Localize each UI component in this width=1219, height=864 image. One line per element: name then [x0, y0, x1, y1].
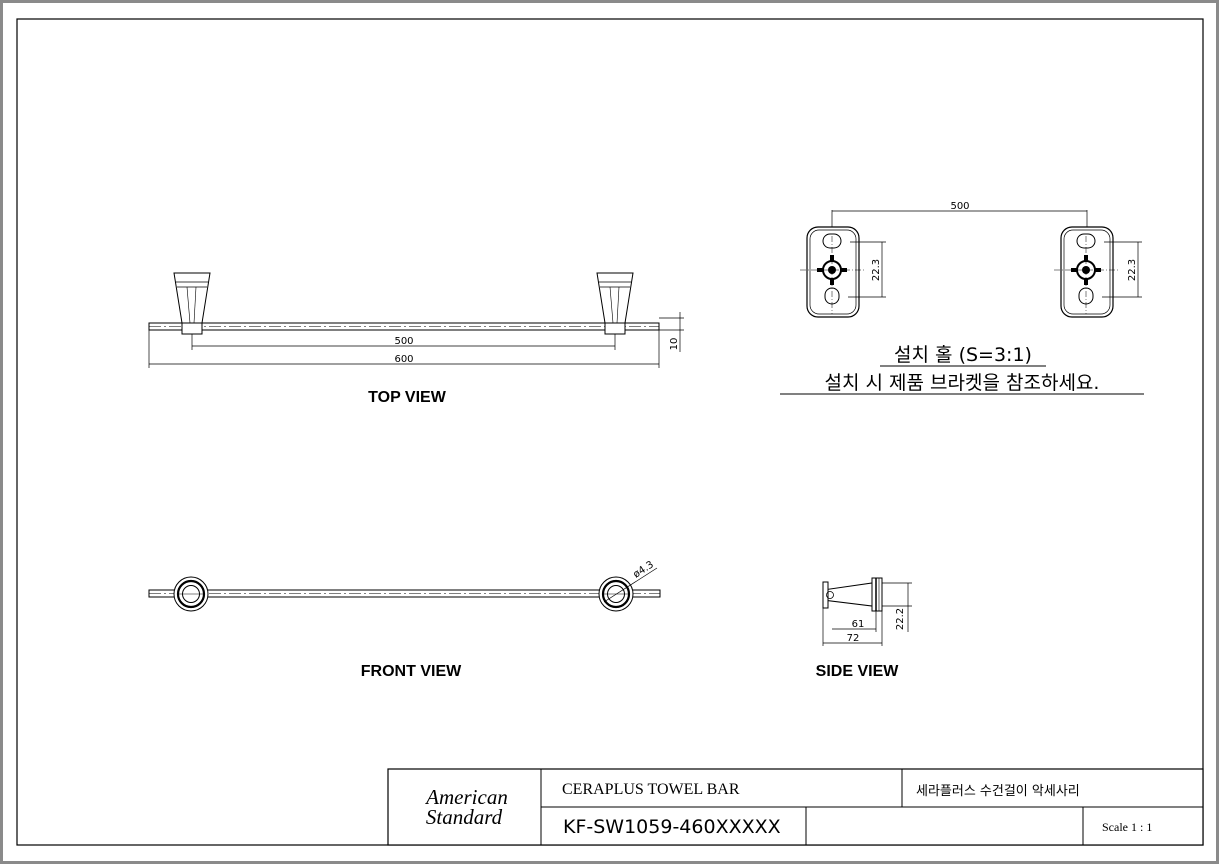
- dim-side-depth-inner: 61: [852, 619, 865, 630]
- mounting-hole-detail: 500 22.3: [780, 201, 1144, 395]
- dim-top-inner: 500: [394, 336, 413, 347]
- front-view-left-flange: [173, 576, 209, 612]
- install-hole-note: 설치 홀 (S=3:1): [894, 344, 1032, 366]
- top-view-dim-600: 600: [148, 330, 660, 368]
- side-view: 22.2 61 72 SIDE VIEW: [816, 577, 912, 680]
- brand-logo-line2: Standard: [426, 805, 503, 829]
- dim-mount-hole-left: 22.3: [871, 259, 882, 281]
- dim-top-overall: 600: [394, 354, 413, 365]
- side-view-flange: [871, 577, 883, 612]
- top-view-label: TOP VIEW: [368, 389, 447, 406]
- front-view: ø4.3 FRONT VIEW: [148, 559, 661, 680]
- title-block: American Standard CERAPLUS TOWEL BAR 세라플…: [387, 768, 1204, 846]
- model-code: KF-SW1059-460XXXXX: [563, 816, 781, 838]
- dim-mount-spacing: 500: [950, 201, 969, 212]
- brand-logo: American Standard: [424, 785, 508, 829]
- top-view-dim-10: 10: [659, 312, 684, 352]
- dim-side-depth-overall: 72: [847, 633, 860, 644]
- product-name-kr: 세라플러스 수건걸이 악세사리: [916, 784, 1080, 799]
- dim-mount-hole-right: 22.3: [1127, 259, 1138, 281]
- top-view-dim-500: 500: [191, 334, 616, 350]
- scale-label: Scale 1 : 1: [1102, 820, 1152, 834]
- dim-side-height: 22.2: [895, 608, 906, 630]
- top-view: 500 600 10 TOP VIEW: [148, 272, 684, 406]
- product-name: CERAPLUS TOWEL BAR: [562, 781, 740, 798]
- dim-top-height: 10: [669, 338, 680, 351]
- install-instruction-note: 설치 시 제품 브라켓을 참조하세요.: [825, 372, 1100, 394]
- side-view-bracket-body: [822, 582, 873, 607]
- top-view-right-bracket: [596, 272, 634, 335]
- brand-logo-line1: American: [424, 785, 508, 809]
- mount-plate-right: 22.3: [1054, 226, 1142, 318]
- top-view-left-bracket: [173, 272, 211, 335]
- side-view-label: SIDE VIEW: [816, 663, 900, 680]
- mount-plate-left: 22.3: [800, 226, 886, 318]
- dim-front-diameter: ø4.3: [631, 559, 655, 580]
- inner-border: [16, 18, 1204, 846]
- front-view-label: FRONT VIEW: [361, 663, 462, 680]
